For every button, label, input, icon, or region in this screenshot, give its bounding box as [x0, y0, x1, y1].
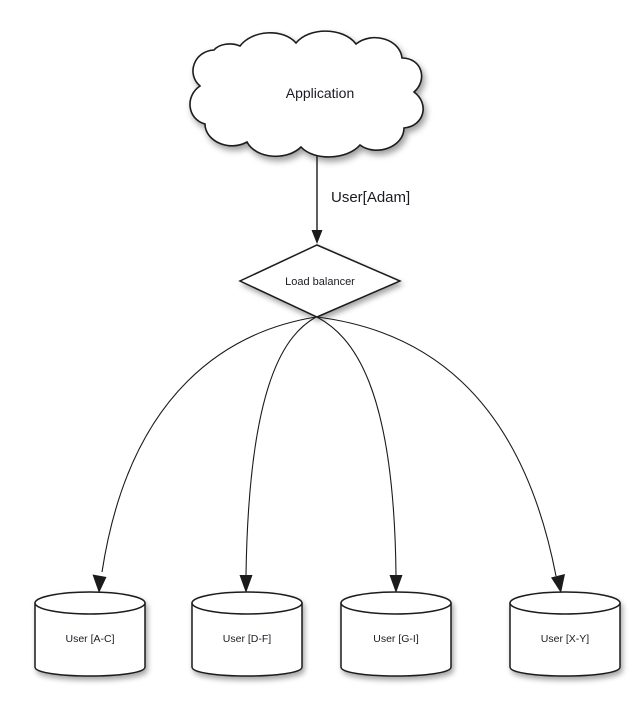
cylinder-top-0 [34, 591, 146, 615]
node-database-3[interactable]: User [X-Y] [509, 591, 621, 677]
cloud-shape [189, 30, 424, 158]
edge-application-to-balancer[interactable]: User[Adam] [311, 155, 411, 244]
edge-curve-0 [101, 316, 317, 573]
cylinder-body-1 [191, 602, 303, 677]
cylinder-top-2 [340, 591, 452, 615]
node-database-2[interactable]: User [G-I] [340, 591, 452, 677]
arrowhead-db-0 [92, 574, 107, 593]
database-label-3: User [X-Y] [541, 633, 590, 645]
database-label-2: User [G-I] [373, 633, 419, 645]
cylinder-top-3 [509, 591, 621, 615]
arrowhead-db-2 [389, 575, 403, 593]
diamond-label: Load balancer [285, 276, 355, 288]
database-label-1: User [D-F] [223, 633, 271, 645]
node-load-balancer-diamond[interactable]: Load balancer [238, 244, 402, 318]
edge-curve-2 [316, 316, 397, 576]
cylinder-body-3 [509, 602, 621, 677]
edge-label-user-adam: User[Adam] [331, 189, 410, 206]
edge-balancer-to-db-2[interactable] [316, 316, 403, 593]
edge-curve-3 [316, 316, 557, 577]
arrowhead-to-balancer [311, 230, 323, 244]
node-database-1[interactable]: User [D-F] [191, 591, 303, 677]
cloud-label: Application [286, 85, 355, 101]
edge-balancer-to-db-1[interactable] [239, 316, 317, 593]
edge-balancer-to-db-0[interactable] [92, 316, 317, 593]
cylinder-top-1 [191, 591, 303, 615]
arrowhead-db-3 [551, 574, 565, 593]
cylinder-body-0 [34, 602, 146, 677]
edge-balancer-to-db-3[interactable] [316, 316, 565, 593]
node-application-cloud[interactable]: Application [189, 30, 424, 158]
cylinder-body-2 [340, 602, 452, 677]
edge-curve-1 [245, 316, 317, 576]
arrowhead-db-1 [239, 575, 253, 593]
database-label-0: User [A-C] [65, 633, 114, 645]
node-database-0[interactable]: User [A-C] [34, 591, 146, 677]
